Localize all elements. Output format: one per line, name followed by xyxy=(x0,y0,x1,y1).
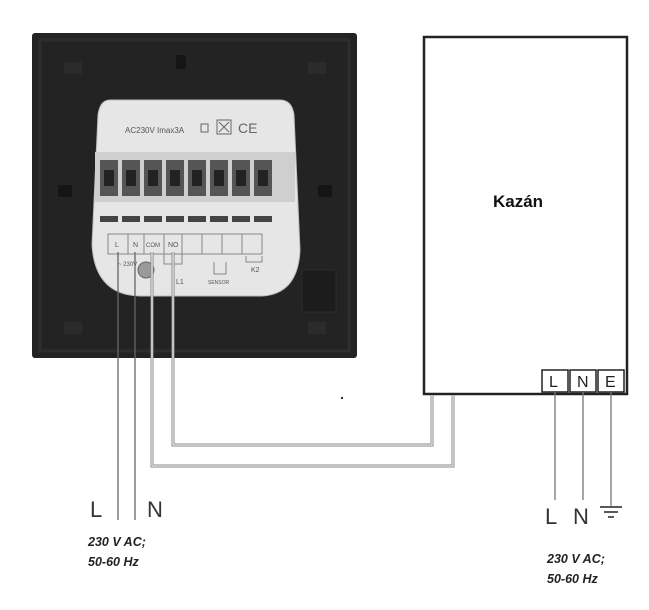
mains-left-l-label: L xyxy=(90,497,102,522)
mains-left-spec-2: 50-60 Hz xyxy=(88,555,139,569)
ground-icon xyxy=(600,506,622,518)
mounting-screw xyxy=(137,261,155,279)
mains-right-n-label: N xyxy=(573,504,589,529)
wire-slot-row xyxy=(100,216,272,222)
ce-mark: CE xyxy=(238,120,257,136)
under-label-k2: K2 xyxy=(251,267,260,274)
mount-hole-left xyxy=(58,185,72,197)
boiler-title: Kazán xyxy=(493,192,543,211)
mains-left-spec-1: 230 V AC; xyxy=(87,535,146,549)
screw-terminal-row xyxy=(100,160,272,196)
mains-left-n-label: N xyxy=(147,497,163,522)
mount-hole-right xyxy=(318,185,332,197)
double-square-icon xyxy=(200,123,209,133)
terminal-label-l: L xyxy=(115,242,119,249)
mains-right-spec-2: 50-60 Hz xyxy=(547,572,598,586)
under-label-sensor: SENSOR xyxy=(208,280,230,286)
boiler-terminal-l-label: L xyxy=(549,374,558,391)
boiler-terminal-n-label: N xyxy=(577,374,589,391)
terminal-label-com: COM xyxy=(146,243,160,249)
terminal-label-no: NO xyxy=(168,242,179,249)
rating-text: AC230V Imax3A xyxy=(125,126,185,135)
boiler: Kazán L N E xyxy=(422,35,629,396)
mount-hole-top xyxy=(176,55,186,69)
under-label-l1: L1 xyxy=(176,279,184,286)
recycle-bin-icon xyxy=(216,119,232,135)
terminal-module: AC230V Imax3A CE xyxy=(91,99,301,297)
wires xyxy=(117,252,612,520)
boiler-terminal-e-label: E xyxy=(605,374,616,391)
mains-right-l-label: L xyxy=(545,504,557,529)
mains-right-spec-1: 230 V AC; xyxy=(546,552,605,566)
terminal-label-n: N xyxy=(133,242,138,249)
under-label-left: ~ 230V xyxy=(118,262,137,268)
